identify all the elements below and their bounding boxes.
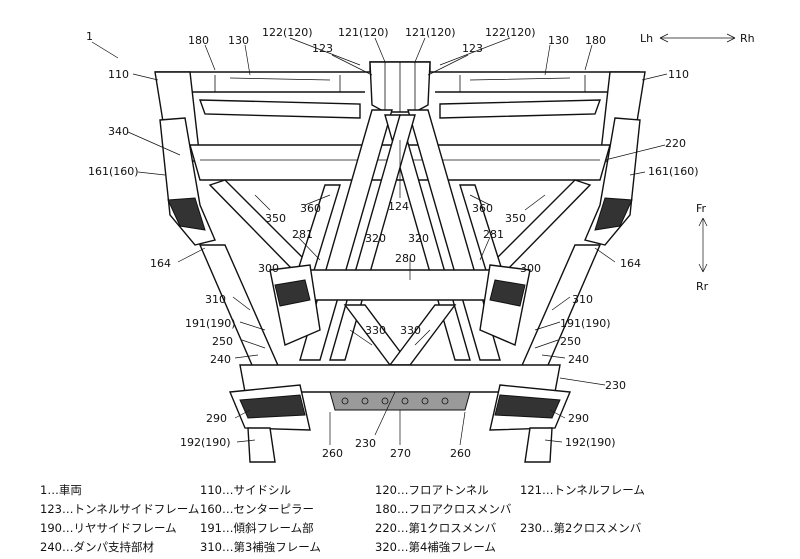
legend-row: 240…ダンパ支持部材 310…第3補強フレーム 320…第4補強フレーム [40, 537, 780, 556]
label-290-left: 290 [206, 412, 227, 425]
damper-support-left [269, 264, 321, 346]
label-191-left: 191(190) [185, 317, 236, 330]
legend-entry: 230…第2クロスメンバ [520, 520, 642, 535]
label-180-right: 180 [585, 34, 606, 47]
label-240-left: 240 [210, 353, 231, 366]
label-290-right: 290 [568, 412, 589, 425]
legend-row: 123…トンネルサイドフレーム 160…センターピラー 180…フロアクロスメン… [40, 499, 780, 518]
legend-entry: 220…第1クロスメンバ [375, 520, 497, 535]
rear-side-frame-192-left [247, 427, 276, 463]
legend-entry: 160…センターピラー [200, 501, 314, 516]
legend-entry: 120…フロアトンネル [375, 482, 489, 497]
bracket-290-right-shade [494, 394, 561, 419]
label-124: 124 [388, 200, 409, 213]
legend-entry: 310…第3補強フレーム [200, 539, 321, 554]
arrow-lh-label: Lh [640, 32, 653, 45]
label-270: 270 [390, 447, 411, 460]
label-230-center: 230 [355, 437, 376, 450]
label-164-right: 164 [620, 257, 641, 270]
legend-entry: 1…車両 [40, 482, 82, 497]
label-310-right: 310 [572, 293, 593, 306]
direction-arrow-fr-rr [698, 217, 708, 273]
label-123-right: 123 [462, 42, 483, 55]
damper-support-left-shade [274, 279, 311, 307]
arrow-rh-label: Rh [740, 32, 755, 45]
center-pillar-right-shade [594, 197, 633, 231]
damper-support-right-shade [489, 279, 526, 307]
cross-member-280 [309, 269, 491, 301]
second-cross-member-holes [341, 397, 449, 405]
label-340: 340 [108, 125, 129, 138]
label-121-right: 121(120) [405, 26, 456, 39]
label-130-right: 130 [548, 34, 569, 47]
label-161-right: 161(160) [648, 165, 699, 178]
legend-entry: 110…サイドシル [200, 482, 291, 497]
label-230-right: 230 [605, 379, 626, 392]
legend-row: 1…車両 110…サイドシル 120…フロアトンネル 121…トンネルフレーム [40, 480, 780, 499]
label-110-right: 110 [668, 68, 689, 81]
label-250-left: 250 [212, 335, 233, 348]
legend-entry: 191…傾斜フレーム部 [200, 520, 314, 535]
label-260-right: 260 [450, 447, 471, 460]
legend-entry: 121…トンネルフレーム [520, 482, 645, 497]
legend: 1…車両 110…サイドシル 120…フロアトンネル 121…トンネルフレーム … [40, 480, 780, 556]
damper-support-right [479, 264, 531, 346]
label-281-left: 281 [292, 228, 313, 241]
label-330-right: 330 [400, 324, 421, 337]
rear-side-frame-192-right [524, 427, 553, 463]
label-123-left: 123 [312, 42, 333, 55]
label-360-left: 360 [300, 202, 321, 215]
direction-arrow-lh-rh [659, 33, 736, 43]
label-350-right: 350 [505, 212, 526, 225]
label-161-left: 161(160) [88, 165, 139, 178]
floor-cross-member-b [439, 99, 602, 119]
tunnel-frame-lines [384, 62, 416, 112]
label-260-left: 260 [322, 447, 343, 460]
label-250-right: 250 [560, 335, 581, 348]
label-180-left: 180 [188, 34, 209, 47]
label-320-left: 320 [365, 232, 386, 245]
bracket-290-left-shade [239, 394, 306, 419]
label-300-left: 300 [258, 262, 279, 275]
arrow-rr-label: Rr [696, 280, 709, 293]
center-pillar-left-shade [167, 197, 206, 231]
label-191-right: 191(190) [560, 317, 611, 330]
label-350-left: 350 [265, 212, 286, 225]
seat-panel-right [459, 75, 586, 92]
seat-panel-left [214, 75, 341, 92]
label-240-right: 240 [568, 353, 589, 366]
floor-cross-member-a [198, 99, 361, 119]
label-330-left: 330 [365, 324, 386, 337]
legend-entry: 240…ダンパ支持部材 [40, 539, 154, 554]
label-220: 220 [665, 137, 686, 150]
label-130-left: 130 [228, 34, 249, 47]
label-192-right: 192(190) [565, 436, 616, 449]
legend-entry: 320…第4補強フレーム [375, 539, 496, 554]
ref-main-label: 1 [86, 30, 93, 43]
label-121-left: 121(120) [338, 26, 389, 39]
leader-lines [91, 37, 668, 446]
label-192-left: 192(190) [180, 436, 231, 449]
label-320-right: 320 [408, 232, 429, 245]
legend-row: 190…リヤサイドフレーム 191…傾斜フレーム部 220…第1クロスメンバ 2… [40, 518, 780, 537]
legend-entry: 190…リヤサイドフレーム [40, 520, 177, 535]
second-cross-member-plate [329, 391, 471, 411]
arrow-fr-label: Fr [696, 202, 707, 215]
label-110-left: 110 [108, 68, 129, 81]
label-122-right: 122(120) [485, 26, 536, 39]
label-122-left: 122(120) [262, 26, 313, 39]
legend-entry: 123…トンネルサイドフレーム [40, 501, 200, 516]
frame-diagram: 1 Lh Rh Fr Rr 180 130 122(120) 121(120) … [86, 26, 755, 463]
label-300-right: 300 [520, 262, 541, 275]
label-280: 280 [395, 252, 416, 265]
label-281-right: 281 [483, 228, 504, 241]
legend-entry: 180…フロアクロスメンバ [375, 501, 512, 516]
label-360-right: 360 [472, 202, 493, 215]
label-310-left: 310 [205, 293, 226, 306]
label-164-left: 164 [150, 257, 171, 270]
